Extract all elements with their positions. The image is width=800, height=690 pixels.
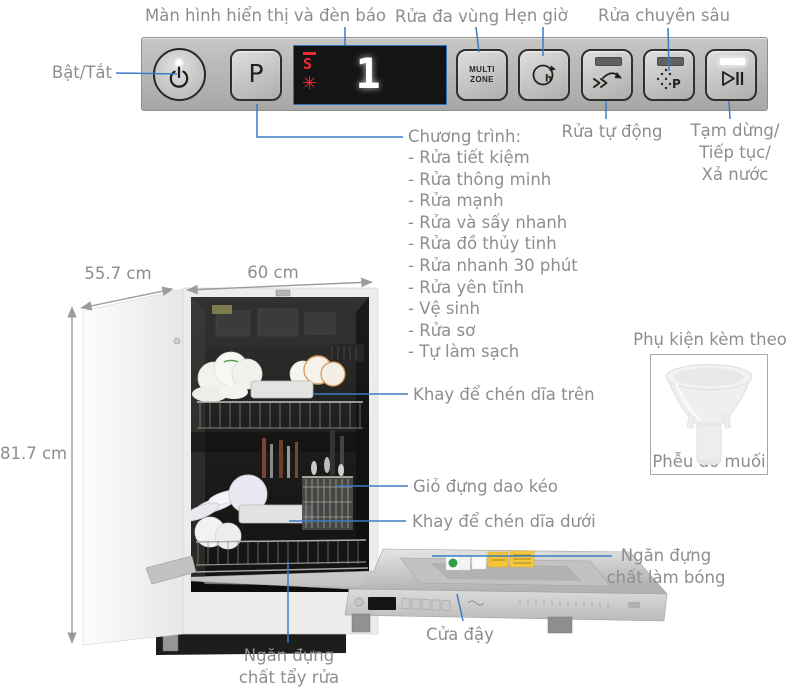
- label-lower-rack: Khay để chén dĩa dưới: [412, 512, 596, 531]
- drain-cap: [257, 610, 267, 620]
- label-upper-rack: Khay để chén dĩa trên: [413, 385, 595, 404]
- program-item: - Rửa yên tĩnh: [408, 277, 525, 297]
- timer-icon: h: [532, 64, 556, 86]
- program-item: - Rửa thông minh: [408, 169, 552, 189]
- label-auto-wash: Rửa tự động: [561, 122, 663, 141]
- accessory-caption: Phễu đổ muối: [652, 452, 766, 471]
- auto-wash-button: [581, 49, 633, 101]
- program-list: - Rửa tiết kiệm - Rửa thông minh- Rửa mạn…: [408, 147, 578, 363]
- svg-text:P: P: [672, 77, 681, 91]
- led-display: S ✳ 1: [293, 45, 447, 105]
- lower-rack-handle: [238, 504, 314, 524]
- dishwasher-photo: [82, 287, 668, 655]
- label-deep-clean: Rửa chuyên sâu: [598, 6, 731, 25]
- upper-rack-handle: [250, 380, 314, 399]
- door-leg: [351, 613, 371, 633]
- label-depth-dim: 55.7 cm: [84, 264, 152, 283]
- label-programs-title: Chương trình:: [408, 127, 522, 146]
- svg-text:h: h: [545, 74, 552, 85]
- front-frame: [182, 287, 379, 635]
- program-item: - Tự làm sạch: [408, 342, 520, 362]
- program-item: - Rửa và sấy nhanh: [408, 212, 568, 232]
- upper-rack: [192, 351, 363, 429]
- pause-button: [705, 49, 757, 101]
- label-width-dim: 60 cm: [247, 263, 299, 282]
- side-cabinet: [82, 288, 184, 646]
- play-pause-icon: [722, 71, 744, 86]
- dimension-arrows: [67, 277, 373, 644]
- multizone-button-label: MULTI ZONE: [469, 65, 495, 84]
- label-power: Bật/Tắt: [51, 63, 112, 82]
- control-panel: P S ✳ 1 MULTI ZONE h: [141, 37, 768, 111]
- program-button: P: [230, 49, 282, 101]
- door-edge-strip: [344, 588, 668, 622]
- label-rinse-aid: Ngăn đựng chất làm bóng: [606, 546, 726, 587]
- program-item: - Rửa nhanh 30 phút: [408, 255, 578, 275]
- depth-arrow: [80, 286, 174, 311]
- label-cutlery-basket: Giỏ đựng dao kéo: [413, 477, 558, 496]
- label-height-dim: 81.7 cm: [0, 444, 68, 463]
- open-door: [190, 548, 668, 622]
- rinse-aid-indicator-icon: ✳: [302, 73, 318, 94]
- label-door: Cửa đậy: [426, 625, 494, 644]
- door-hinge-bracket: [145, 555, 197, 585]
- power-icon: [169, 57, 189, 88]
- program-item: - Vệ sinh: [408, 299, 480, 319]
- label-display: Màn hình hiển thị và đèn báo: [145, 6, 387, 25]
- brand-script: [467, 600, 485, 606]
- timer-button: h: [518, 49, 570, 101]
- indicator-slot-lit: [719, 57, 746, 66]
- accessory-box: Phễu đổ muối: [650, 354, 768, 475]
- accessory-title: Phụ kiện kèm theo: [633, 330, 787, 349]
- program-item: - Rửa đồ thủy tinh: [408, 234, 557, 254]
- multizone-button: MULTI ZONE: [456, 49, 508, 101]
- door-stickers: [445, 550, 535, 571]
- lower-rack: [191, 430, 369, 573]
- salt-indicator-icon: S: [303, 52, 316, 72]
- power-button: [153, 48, 206, 101]
- program-item: - Rửa sơ: [408, 320, 476, 340]
- tub-contents: [191, 297, 369, 592]
- label-multizone: Rửa đa vùng: [395, 7, 500, 26]
- door-leg: [547, 616, 573, 634]
- deep-clean-icon: P: [656, 68, 681, 91]
- program-item: - Rửa mạnh: [408, 191, 504, 211]
- door-display: [368, 597, 396, 610]
- program-item: - Rửa tiết kiệm: [408, 148, 530, 167]
- display-digit: 1: [355, 49, 381, 98]
- label-timer: Hẹn giờ: [504, 6, 568, 25]
- door-latch: [275, 289, 291, 297]
- door-buttons: [401, 598, 451, 611]
- machine-leg: [162, 633, 179, 652]
- deep-clean-button: P: [643, 49, 695, 101]
- cutlery-basket: [302, 477, 353, 530]
- hinge-screw: [173, 337, 181, 345]
- auto-wash-icon: [593, 72, 622, 88]
- tub-interior: [191, 297, 369, 592]
- indicator-slot: [595, 57, 622, 66]
- program-button-label: P: [248, 59, 264, 88]
- indicator-slot: [657, 57, 684, 66]
- label-pause: Tạm dừng/ Tiếp tục/ Xả nước: [690, 121, 780, 184]
- label-detergent: Ngăn đựng chất tẩy rửa: [238, 646, 340, 687]
